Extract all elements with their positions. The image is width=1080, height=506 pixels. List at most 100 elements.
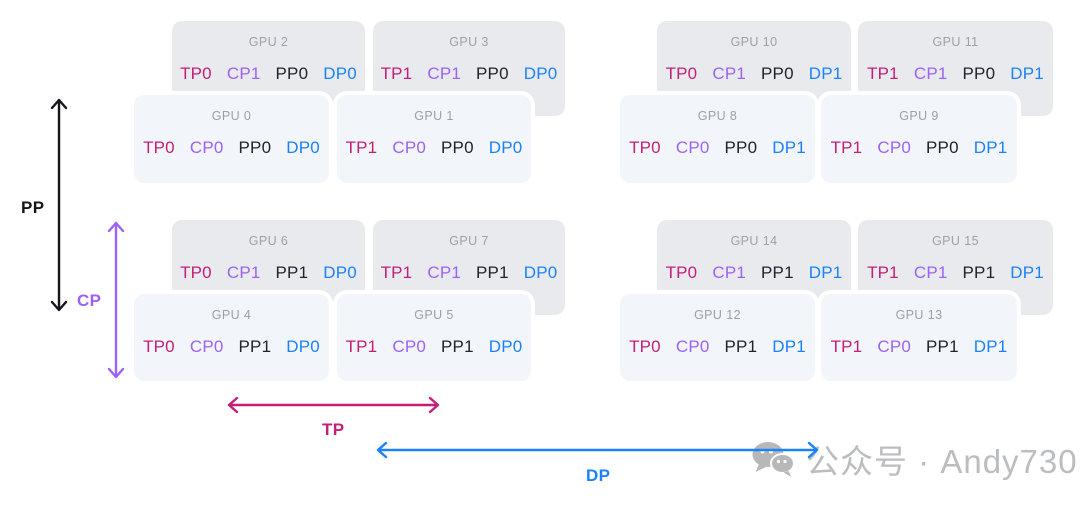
gpu-card-title: GPU 5 [414,308,454,322]
gpu-rank-chips: TP1 CP1 PP1 DP1 [867,264,1044,281]
gpu-card-title: GPU 1 [414,109,454,123]
cp-rank: CP0 [877,336,912,356]
dp-rank: DP1 [772,336,806,356]
gpu-card-9: GPU 9 TP1 CP0 PP0 DP1 [821,95,1017,183]
dp-rank: DP1 [973,137,1008,157]
cp-rank: CP1 [226,63,261,83]
wechat-icon [750,440,796,483]
gpu-card-title: GPU 2 [248,35,289,49]
cp-rank: CP0 [877,137,912,157]
gpu-rank-chips: TP0 CP0 PP0 DP1 [629,139,806,156]
watermark-text: 公众号 · Andy730 [806,443,1078,480]
dp-rank: DP1 [808,63,843,83]
pp-rank: PP1 [275,262,309,282]
pp-axis-label: PP [21,198,45,217]
gpu-rank-chips: TP1 CP1 PP0 DP1 [867,65,1044,82]
cp-axis-label: CP [77,291,102,310]
gpu-rank-chips: TP0 CP1 PP1 DP0 [180,264,357,281]
dp-rank: DP1 [1010,262,1044,282]
gpu-rank-chips: TP0 CP0 PP1 DP1 [629,338,806,355]
pp-rank: PP1 [441,336,474,356]
gpu-card-title: GPU 7 [449,234,489,248]
watermark: 公众号 · Andy730 [750,440,1078,483]
dp-rank: DP0 [488,137,523,157]
gpu-rank-chips: TP1 CP0 PP1 DP0 [346,338,523,355]
pp-rank: PP0 [724,137,758,157]
gpu-card-title: GPU 6 [248,234,289,248]
pp-rank: PP0 [926,137,959,157]
pp-arrow [50,98,68,312]
gpu-card-title: GPU 8 [697,109,738,123]
tp-rank: TP1 [867,63,899,83]
cp-rank: CP0 [189,137,224,157]
gpu-card-title: GPU 9 [899,109,939,123]
dp-rank: DP0 [323,63,357,83]
gpu-card-4: GPU 4 TP0 CP0 PP1 DP0 [134,294,329,381]
tp-rank: TP0 [180,63,212,83]
cp-rank: CP1 [427,63,462,83]
cp-rank: CP0 [392,336,427,356]
cp-rank: CP1 [427,262,462,282]
gpu-card-5: GPU 5 TP1 CP0 PP1 DP0 [337,294,531,381]
pp-rank: PP0 [962,63,996,83]
tp-rank: TP0 [143,336,175,356]
gpu-card-8: GPU 8 TP0 CP0 PP0 DP1 [620,95,815,183]
tp-axis-label: TP [322,420,345,439]
tp-rank: TP0 [665,63,698,83]
dp-rank: DP1 [973,336,1008,356]
tp-rank: TP0 [143,137,175,157]
dp-rank: DP1 [808,262,843,282]
gpu-rank-chips: TP1 CP0 PP1 DP1 [831,338,1008,355]
cp-rank: CP0 [675,137,710,157]
gpu-card-12: GPU 12 TP0 CP0 PP1 DP1 [620,294,815,381]
gpu-rank-chips: TP1 CP1 PP0 DP0 [381,65,558,82]
gpu-card-title: GPU 12 [694,308,741,322]
tp-rank: TP0 [665,262,698,282]
dp-axis-label: DP [586,466,611,485]
gpu-rank-chips: TP0 CP0 PP0 DP0 [143,139,320,156]
gpu-rank-chips: TP0 CP1 PP1 DP1 [666,264,843,281]
gpu-card-title: GPU 10 [730,35,778,49]
tp-rank: TP0 [629,137,661,157]
pp-rank: PP1 [724,336,758,356]
pp-rank: PP0 [238,137,272,157]
gpu-card-title: GPU 15 [932,234,979,248]
pp-rank: PP1 [926,336,959,356]
pp-rank: PP0 [761,63,794,83]
pp-rank: PP0 [275,63,309,83]
cp-arrow [107,221,125,379]
cp-rank: CP0 [189,336,224,356]
gpu-card-1: GPU 1 TP1 CP0 PP0 DP0 [337,95,531,183]
pp-rank: PP0 [476,63,509,83]
tp-rank: TP1 [830,336,863,356]
dp-rank: DP1 [772,137,806,157]
tp-rank: TP1 [380,262,413,282]
dp-rank: DP0 [523,262,558,282]
gpu-card-title: GPU 3 [449,35,489,49]
pp-rank: PP1 [761,262,794,282]
gpu-rank-chips: TP1 CP0 PP0 DP0 [346,139,523,156]
tp-arrow [227,396,440,414]
tp-rank: TP1 [380,63,413,83]
gpu-rank-chips: TP0 CP0 PP1 DP0 [143,338,320,355]
gpu-rank-chips: TP1 CP0 PP0 DP1 [831,139,1008,156]
gpu-card-title: GPU 14 [730,234,778,248]
gpu-card-13: GPU 13 TP1 CP0 PP1 DP1 [821,294,1017,381]
gpu-card-0: GPU 0 TP0 CP0 PP0 DP0 [134,95,329,183]
gpu-card-title: GPU 11 [932,35,979,49]
dp-rank: DP0 [323,262,357,282]
cp-rank: CP1 [913,262,948,282]
cp-rank: CP1 [712,63,747,83]
cp-rank: CP1 [913,63,948,83]
gpu-card-title: GPU 4 [211,308,252,322]
tp-rank: TP1 [345,336,378,356]
cp-rank: CP0 [675,336,710,356]
gpu-rank-chips: TP0 CP1 PP0 DP0 [180,65,357,82]
tp-rank: TP1 [345,137,378,157]
dp-rank: DP0 [286,137,320,157]
gpu-card-title: GPU 13 [895,308,943,322]
gpu-rank-chips: TP0 CP1 PP0 DP1 [666,65,843,82]
pp-rank: PP0 [441,137,474,157]
gpu-rank-chips: TP1 CP1 PP1 DP0 [381,264,558,281]
